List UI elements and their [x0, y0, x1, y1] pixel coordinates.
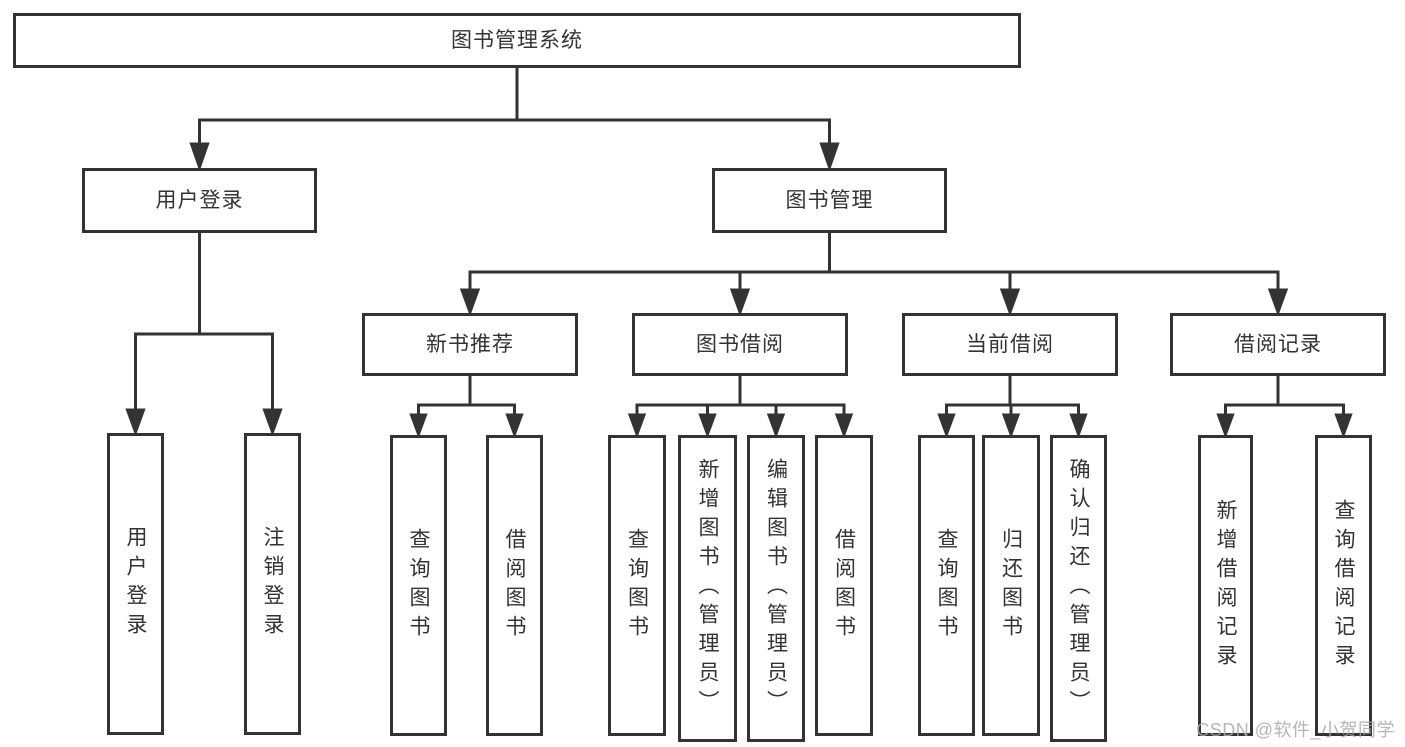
- csdn-watermark: CSDN @软件_小贺同学: [1196, 720, 1395, 740]
- leaf-label: 新增图书（管理员）: [696, 458, 719, 719]
- leaf-user-login: 用户登录: [107, 433, 164, 735]
- node-book-management: 图书管理: [712, 168, 947, 233]
- leaf-confirm-return-admin: 确认归还（管理员）: [1050, 435, 1107, 742]
- leaf-return-book: 归还图书: [982, 435, 1040, 736]
- leaf-label: 借阅图书: [832, 527, 856, 644]
- node-label: 新书推荐: [426, 333, 514, 356]
- node-label: 图书管理: [785, 189, 874, 212]
- node-book-borrowing: 图书借阅: [632, 313, 848, 376]
- leaf-query-borrow-record: 查询借阅记录: [1315, 435, 1372, 736]
- leaf-label: 编辑图书（管理员）: [764, 458, 788, 719]
- node-current-borrowing: 当前借阅: [902, 313, 1118, 376]
- node-root-library-system: 图书管理系统: [13, 13, 1021, 68]
- leaf-add-borrow-record: 新增借阅记录: [1198, 435, 1253, 736]
- leaf-label: 查询图书: [935, 527, 958, 644]
- leaf-label: 新增借阅记录: [1214, 498, 1237, 673]
- node-label: 借阅记录: [1234, 333, 1322, 356]
- leaf-logout-login: 注销登录: [244, 433, 301, 735]
- leaf-label: 查询图书: [625, 527, 649, 644]
- leaf-label: 归还图书: [999, 527, 1023, 644]
- node-borrowing-records: 借阅记录: [1170, 313, 1386, 376]
- leaf-query-books-current: 查询图书: [918, 435, 975, 736]
- leaf-label: 借阅图书: [503, 527, 526, 644]
- leaf-query-books-borrowing: 查询图书: [608, 435, 666, 736]
- leaf-borrow-books-recommend: 借阅图书: [486, 435, 543, 736]
- leaf-query-books-recommend: 查询图书: [390, 435, 447, 736]
- node-label: 用户登录: [155, 189, 244, 212]
- leaf-label: 查询图书: [407, 527, 430, 644]
- leaf-borrow-books-borrowing: 借阅图书: [815, 435, 873, 736]
- node-label: 当前借阅: [966, 333, 1054, 356]
- leaf-label: 查询借阅记录: [1332, 498, 1355, 673]
- node-label: 图书借阅: [696, 333, 784, 356]
- leaf-label: 确认归还（管理员）: [1067, 458, 1090, 719]
- leaf-label: 用户登录: [124, 526, 147, 642]
- node-label: 图书管理系统: [451, 29, 583, 52]
- leaf-label: 注销登录: [261, 526, 284, 642]
- node-user-login: 用户登录: [82, 168, 317, 233]
- leaf-add-book-admin: 新增图书（管理员）: [678, 435, 737, 742]
- leaf-edit-book-admin: 编辑图书（管理员）: [747, 435, 805, 742]
- node-new-book-recommend: 新书推荐: [362, 313, 578, 376]
